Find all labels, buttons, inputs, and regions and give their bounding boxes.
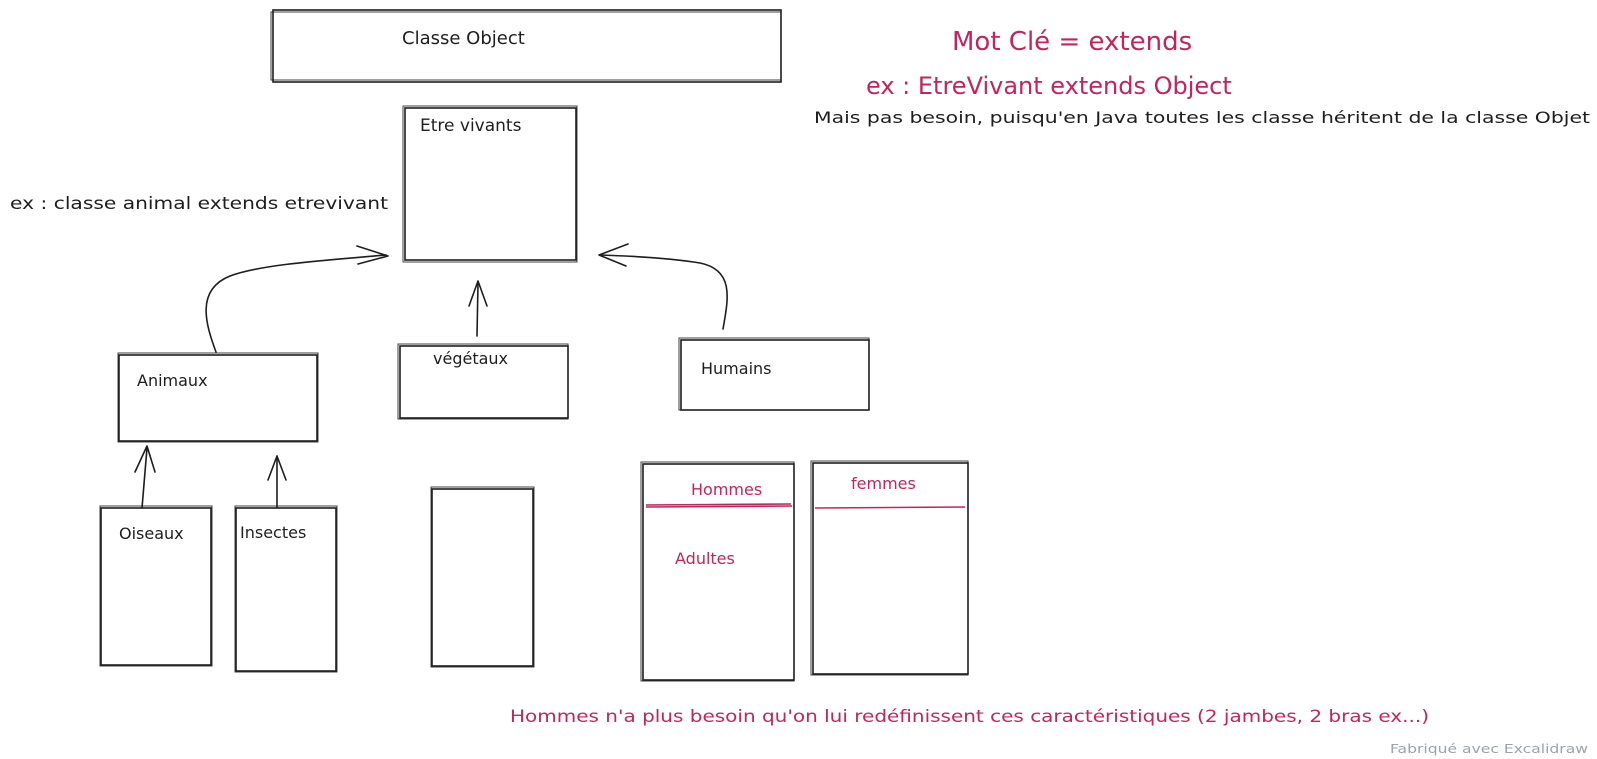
vegetaux-label: végétaux [433, 349, 508, 368]
example-animal-note: ex : classe animal extends etrevivant [10, 194, 388, 214]
keyword-note: Mot Clé = extends [952, 27, 1192, 57]
humains-label: Humains [701, 359, 771, 378]
adultes-label: Adultes [675, 549, 735, 568]
oiseaux-label: Oiseaux [119, 524, 184, 543]
arrow-oiseaux-to-animaux[interactable] [134, 445, 156, 509]
hommes-note: Hommes n'a plus besoin qu'on lui redéfin… [510, 707, 1429, 727]
hommes-label: Hommes [691, 480, 762, 499]
arrow-animaux-to-etre-vivants[interactable] [205, 245, 389, 353]
classe-object-node[interactable]: Classe Object [270, 9, 782, 83]
empty-node[interactable] [430, 486, 535, 668]
hommes-divider [645, 503, 792, 506]
etre-vivants-node[interactable]: Etre vivants [402, 105, 578, 263]
arrow-humains-to-etre-vivants[interactable] [598, 243, 728, 330]
excalidraw-watermark: Fabriqué avec Excalidraw [1390, 742, 1588, 756]
etre-vivants-label: Etre vivants [420, 116, 522, 136]
example-object-note: ex : EtreVivant extends Object [866, 72, 1232, 100]
hommes-node[interactable]: Hommes Adultes [640, 461, 795, 682]
humains-node[interactable]: Humains [678, 337, 870, 411]
insectes-label: Insectes [240, 523, 306, 542]
femmes-node[interactable]: femmes [810, 460, 969, 676]
arrow-insectes-to-animaux[interactable] [267, 455, 287, 509]
femmes-label: femmes [851, 474, 916, 493]
arrow-vegetaux-to-etre-vivants[interactable] [468, 280, 488, 337]
classe-object-label: Classe Object [402, 28, 525, 49]
insectes-node[interactable]: Insectes [234, 505, 338, 673]
animaux-node[interactable]: Animaux [117, 352, 319, 443]
hommes-divider-2 [645, 505, 793, 508]
vegetaux-node[interactable]: végétaux [397, 343, 569, 420]
animaux-label: Animaux [137, 371, 208, 390]
femmes-divider [814, 506, 966, 509]
oiseaux-node[interactable]: Oiseaux [99, 505, 213, 667]
java-note: Mais pas besoin, puisqu'en Java toutes l… [814, 108, 1590, 127]
